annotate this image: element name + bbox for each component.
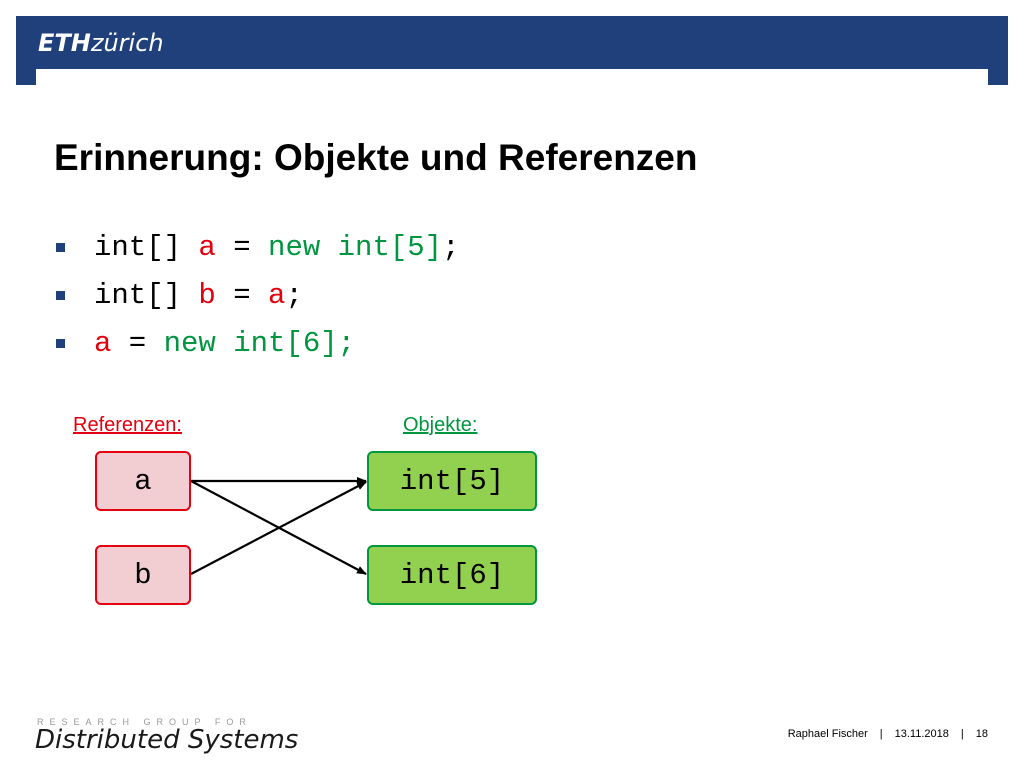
object-box-int5: int[5] [367, 451, 537, 511]
bullet-square-icon [56, 243, 65, 252]
footer-page-number: 18 [975, 728, 988, 740]
footer-date: 13.11.2018 [894, 728, 949, 740]
code-token: ; [285, 279, 303, 312]
code-token: b [198, 279, 216, 312]
code-token: = [215, 279, 269, 312]
footer-separator: | [879, 728, 883, 740]
footer-meta: Raphael Fischer | 13.11.2018 | 18 [788, 727, 988, 741]
code-token: a [268, 279, 286, 312]
code-line: int[] b = a; [54, 272, 459, 320]
bullet-square-icon [56, 291, 65, 300]
header-tab-right [988, 69, 1008, 85]
distributed-systems-logo: Distributed Systems [35, 725, 299, 755]
arrow-b-to-int5 [190, 481, 367, 575]
reference-box-b: b [95, 545, 191, 605]
references-heading: Referenzen: [73, 414, 182, 436]
logo-eth-text: ETH [38, 29, 91, 57]
objects-heading: Objekte: [403, 414, 478, 436]
header-tab-left [16, 69, 36, 85]
code-token: new int[6]; [163, 327, 356, 360]
footer-separator: | [960, 728, 964, 740]
eth-logo: ETHzürich [38, 29, 164, 57]
code-line: a = new int[6]; [54, 320, 459, 368]
code-token: int[] [94, 231, 199, 264]
bullet-square-icon [56, 339, 65, 348]
header-bar [16, 16, 1008, 69]
code-token: a [94, 327, 112, 360]
slide-title: Erinnerung: Objekte und Referenzen [54, 137, 698, 178]
code-token: ; [442, 231, 460, 264]
footer-author: Raphael Fischer [787, 728, 868, 740]
code-line: int[] a = new int[5]; [54, 224, 459, 272]
object-box-int6: int[6] [367, 545, 537, 605]
logo-zurich-text: zürich [90, 29, 164, 57]
reference-box-a: a [95, 451, 191, 511]
code-token: new int[5] [268, 231, 443, 264]
code-token: = [215, 231, 269, 264]
code-token: a [198, 231, 216, 264]
code-token: int[] [94, 279, 199, 312]
code-bullet-list: int[] a = new int[5];int[] b = a;a = new… [54, 224, 459, 368]
research-group-label: RESEARCH GROUP FOR [37, 717, 252, 727]
arrow-a-to-int6 [190, 480, 367, 575]
code-token: = [111, 327, 164, 360]
